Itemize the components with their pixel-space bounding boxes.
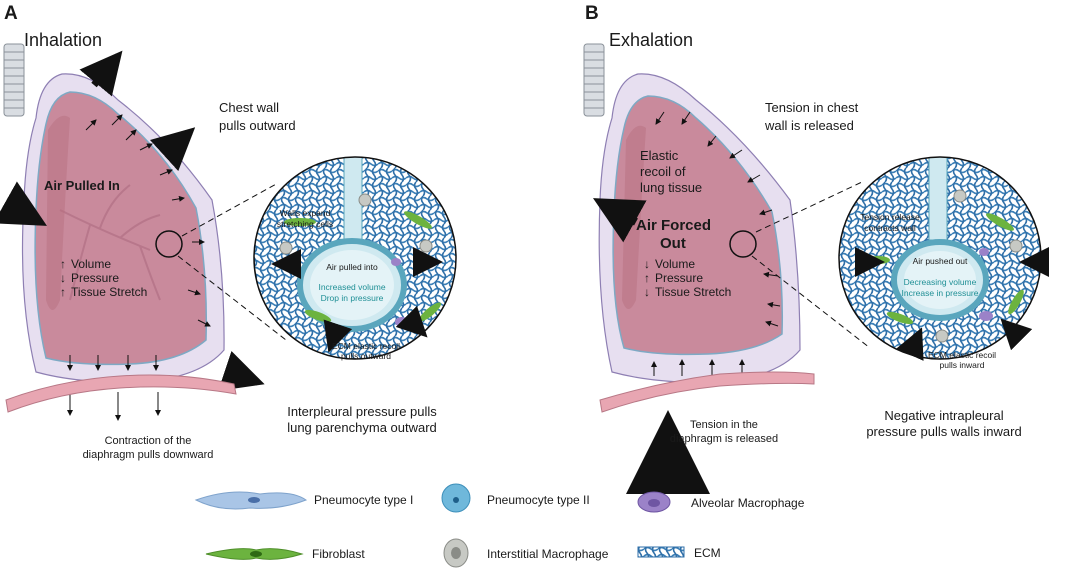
legend: Pneumocyte type I Pneumocyte type II Alv… — [194, 483, 805, 568]
panel-a-letter: A — [4, 3, 18, 24]
diaphragm-label-b-1: Tension in the — [690, 419, 758, 431]
wall-note-a-1: Walls expand — [280, 208, 331, 218]
legend-label-pneumocyte-type-1: Pneumocyte type I — [314, 493, 413, 507]
alveolus-zoom-a — [254, 157, 456, 359]
zoom-lines-a — [177, 182, 287, 341]
diaphragm-a — [5, 374, 237, 413]
indicator-arrow-stretch-a: ↑ — [60, 285, 66, 299]
outward-arrow-mid-a — [149, 127, 196, 172]
trachea-a — [3, 43, 25, 117]
legend-item-fibroblast: Fibroblast — [205, 547, 365, 561]
zoom-arrows-b — [855, 247, 1049, 361]
change-a-1: Increased volume — [318, 282, 385, 292]
panel-b: B Exhalation Elastic recoil of lung tiss… — [583, 3, 1049, 560]
legend-item-interstitial-macrophage: Interstitial Macrophage — [443, 538, 609, 568]
indicator-pressure-b: Pressure — [655, 271, 703, 285]
zoom-source-a — [155, 230, 183, 258]
legend-item-ecm: ECM — [637, 546, 721, 560]
diaphragm-b — [599, 371, 815, 413]
legend-item-alveolar-macrophage: Alveolar Macrophage — [637, 491, 805, 513]
chest-wall-label-b-1: Tension in chest — [765, 100, 859, 115]
legend-label-ecm: ECM — [694, 546, 721, 560]
lung-label-b-3: lung tissue — [640, 180, 702, 195]
change-b-1: Decreasing volume — [904, 277, 977, 287]
pleural-label-a-1: Interpleural pressure pulls — [287, 404, 437, 419]
wall-note-b-2: contracts wall — [864, 223, 916, 233]
pleural-label-b-2: pressure pulls walls inward — [866, 424, 1021, 439]
change-b-2: Increase in pressure — [901, 288, 978, 298]
indicator-stretch-a: Tissue Stretch — [71, 285, 147, 299]
lung-label-a: Air Pulled In — [44, 178, 120, 193]
wall-arrows-a — [67, 114, 211, 421]
pleural-label-a-2: lung parenchyma outward — [287, 420, 437, 435]
air-label-b-1: Air Forced — [636, 217, 711, 234]
zoom-source-b — [729, 230, 757, 258]
wall-note-b-1: Tension release — [860, 212, 920, 222]
indicator-arrow-pressure-b: ↑ — [644, 271, 650, 285]
lung-label-b-1: Elastic — [640, 148, 679, 163]
legend-label-alveolar-macrophage: Alveolar Macrophage — [691, 496, 805, 510]
ecm-icon — [637, 546, 685, 558]
indicator-pressure-a: Pressure — [71, 271, 119, 285]
air-label-b-2: Out — [660, 235, 686, 252]
ecm-note-a-1: ECM elastic recoil — [332, 341, 400, 351]
diaphragm-label-b-2: diaphragm is released — [670, 433, 778, 445]
zoom-border-a — [253, 156, 457, 360]
trachea-b — [583, 43, 605, 117]
legend-item-pneumocyte-type-1: Pneumocyte type I — [194, 491, 413, 510]
indicator-arrow-pressure-a: ↓ — [60, 271, 66, 285]
legend-label-interstitial-macrophage: Interstitial Macrophage — [487, 547, 609, 561]
panel-b-title: Exhalation — [609, 30, 693, 50]
legend-label-pneumocyte-type-2: Pneumocyte type II — [487, 493, 590, 507]
indicators-a: ↑ Volume ↓ Pressure ↑ Tissue Stretch — [60, 257, 147, 299]
legend-item-pneumocyte-type-2: Pneumocyte type II — [441, 483, 590, 513]
legend-label-fibroblast: Fibroblast — [312, 547, 365, 561]
lung-b — [612, 95, 784, 356]
lung-label-b-2: recoil of — [640, 164, 686, 179]
diaphragm-label-a-2: diaphragm pulls downward — [83, 449, 214, 461]
panel-b-letter: B — [585, 3, 599, 24]
ecm-note-a-2: pulls outward — [341, 351, 391, 361]
outward-arrow-low-a — [218, 351, 265, 391]
panel-a: A Inhalation Air Pulled In ↑ V — [0, 3, 457, 461]
chest-wall-label-a-2: pulls outward — [219, 118, 296, 133]
wall-arrows-b — [651, 111, 781, 376]
indicator-arrow-volume-a: ↑ — [60, 257, 66, 271]
chest-wall-label-b-2: wall is released — [764, 118, 854, 133]
ecm-note-b-1: ECM elastic recoil — [928, 350, 996, 360]
indicators-b: ↓ Volume ↑ Pressure ↓ Tissue Stretch — [644, 257, 731, 299]
ecm-note-b-2: pulls inward — [940, 360, 985, 370]
zoom-arrows-a — [271, 247, 443, 353]
panel-a-title: Inhalation — [24, 30, 102, 50]
air-text-b: Air pushed out — [913, 256, 968, 266]
indicator-arrow-volume-b: ↓ — [644, 257, 650, 271]
zoom-lines-b — [751, 181, 871, 349]
indicator-volume-b: Volume — [655, 257, 695, 271]
indicator-arrow-stretch-b: ↓ — [644, 285, 650, 299]
air-in-arrow-a — [0, 181, 47, 226]
diaphragm-label-a-1: Contraction of the — [105, 435, 192, 447]
chest-wall-label-a-1: Chest wall — [219, 100, 279, 115]
indicator-volume-a: Volume — [71, 257, 111, 271]
air-text-a: Air pulled into — [326, 262, 378, 272]
change-a-2: Drop in pressure — [321, 293, 384, 303]
air-out-arrow-b — [593, 198, 647, 243]
lung-label-b: Elastic recoil of lung tissue — [640, 148, 702, 195]
pleural-label-b-1: Negative intrapleural — [884, 408, 1003, 423]
airway-tree-a — [59, 184, 161, 301]
indicator-stretch-b: Tissue Stretch — [655, 285, 731, 299]
outward-arrow-top-a — [79, 50, 123, 97]
wall-note-a-2: stretching cells — [277, 219, 333, 229]
